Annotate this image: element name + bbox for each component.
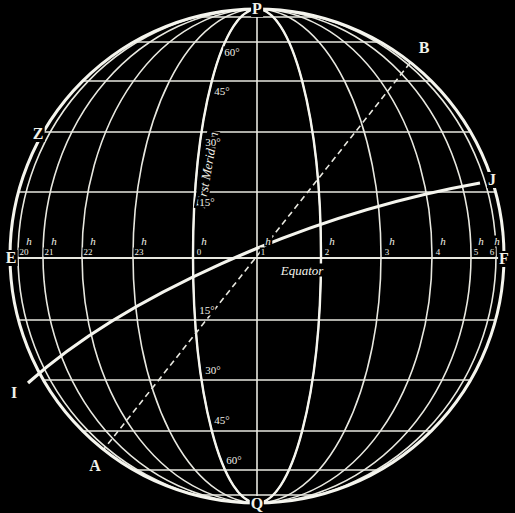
degree-label: 60°	[223, 47, 240, 58]
hour-label: 20	[19, 248, 30, 257]
hour-label: 4	[435, 248, 442, 257]
degree-label: 60°	[225, 455, 242, 466]
hour-label: h	[200, 236, 208, 247]
point-letter: Q	[250, 496, 264, 512]
circle-name: Equator	[280, 264, 325, 277]
hour-label: h	[493, 236, 501, 247]
grid-lines	[0, 9, 515, 503]
hour-label: 2	[324, 248, 331, 257]
hour-label: h	[477, 236, 485, 247]
hour-label: h	[388, 236, 396, 247]
point-letter: P	[251, 1, 263, 17]
degree-label: 30°	[204, 365, 221, 376]
first-meridian	[193, 9, 321, 503]
dashed-axis	[104, 63, 410, 449]
degree-label: 15°	[198, 197, 215, 208]
point-letter: F	[498, 251, 510, 267]
hour-label: h	[50, 236, 58, 247]
point-letter: E	[5, 250, 18, 266]
degree-label: 45°	[213, 415, 230, 426]
degree-label: 30°	[204, 137, 221, 148]
point-letter: A	[88, 458, 102, 474]
hour-label: 6	[489, 248, 496, 257]
hour-label: h	[264, 236, 272, 247]
hour-label: h	[328, 236, 336, 247]
hour-label: 3	[384, 248, 391, 257]
hour-label: h	[89, 236, 97, 247]
hour-label: h	[25, 236, 33, 247]
hour-label: 22	[83, 248, 94, 257]
point-letter: Z	[32, 126, 45, 142]
degree-label: 15°	[198, 305, 215, 316]
hour-label: 1	[260, 248, 267, 257]
point-letter: J	[487, 172, 497, 188]
hour-label: 21	[44, 248, 55, 257]
sphere-outline	[10, 9, 504, 503]
ecliptic	[28, 183, 480, 383]
hour-label: h	[140, 236, 148, 247]
degree-label: 45°	[213, 86, 230, 97]
hour-label: h	[439, 236, 447, 247]
point-letter: B	[418, 40, 431, 56]
hour-label: 23	[134, 248, 145, 257]
hour-label: 5	[473, 248, 480, 257]
hour-label: 0	[196, 248, 203, 257]
point-letter: I	[10, 385, 18, 401]
